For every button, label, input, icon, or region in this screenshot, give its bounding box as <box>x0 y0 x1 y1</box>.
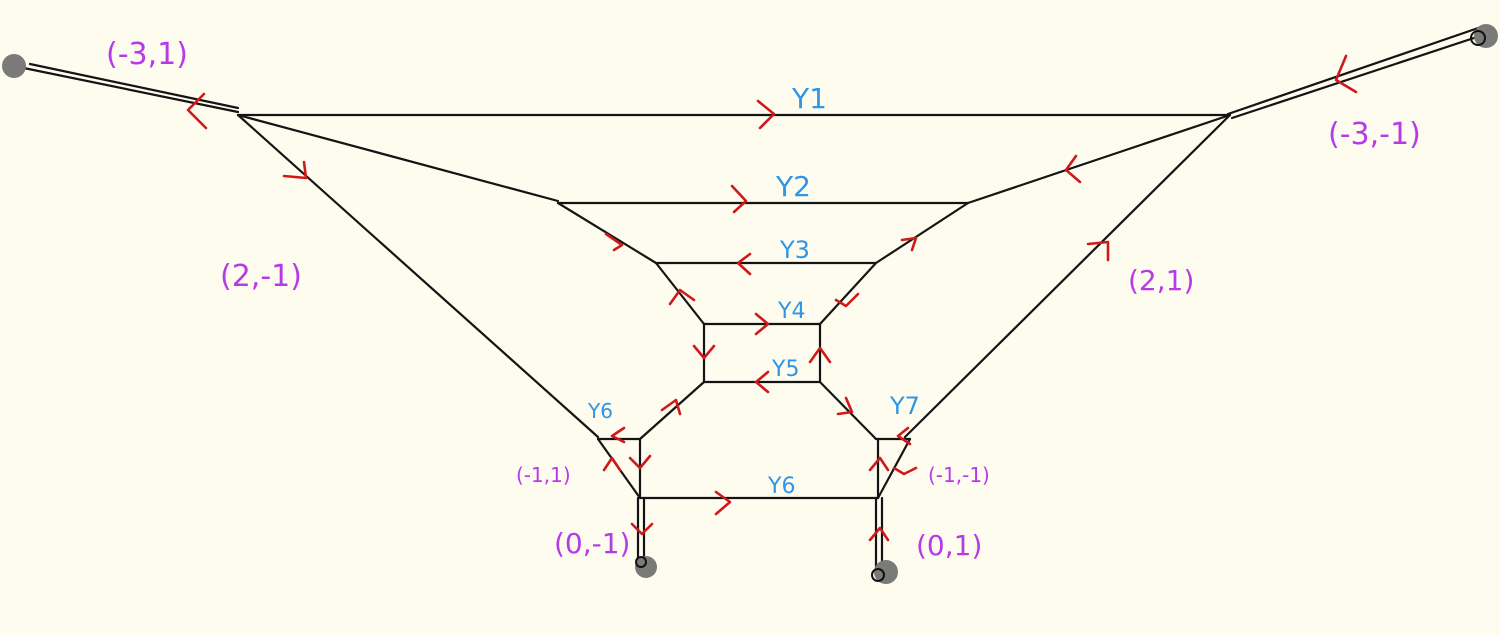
cycle-label-y1: Y1 <box>791 82 827 115</box>
cycle-label-y3: Y3 <box>779 236 810 264</box>
weight-top-right: (-3,-1) <box>1328 117 1421 152</box>
cycle-labels: Y1 Y2 Y3 Y4 Y5 Y6 Y7 Y6 <box>587 82 920 499</box>
endpoint-bottom-left <box>635 556 657 578</box>
endpoints <box>2 24 1498 584</box>
weight-bottom-right: (0,1) <box>916 529 982 562</box>
arrow-inner-left <box>692 344 716 360</box>
end-top-right-2 <box>1230 32 1488 120</box>
cycle-label-y7: Y7 <box>889 392 920 420</box>
cycle-label-y2: Y2 <box>775 170 811 203</box>
weight-top-left: (-3,1) <box>106 37 188 72</box>
arrow-y3 <box>736 252 752 276</box>
arrow-left-small-vert <box>628 454 652 470</box>
arrow-y2-left-down <box>604 232 624 252</box>
unbounded-ends <box>12 24 1488 574</box>
endpoint-top-right <box>1474 24 1498 48</box>
arrow-y4 <box>754 312 770 336</box>
edge-y5-left-down <box>638 380 706 441</box>
weight-bottom-left: (0,-1) <box>554 527 630 560</box>
arrow-left-small-top <box>610 426 626 444</box>
arrow-bottom-right-end <box>868 526 890 542</box>
edge-right-to-y2 <box>966 113 1232 205</box>
arrow-right-small-vert <box>868 456 890 472</box>
endpoint-bottom-right-ring <box>871 568 885 582</box>
edge-y2-left-down <box>556 201 658 265</box>
weight-mid-right: (2,1) <box>1128 264 1194 297</box>
arrow-y2 <box>730 184 748 214</box>
orientation-arrows <box>186 54 1358 542</box>
arrow-left-long <box>282 160 308 180</box>
edge-left-long <box>236 113 600 439</box>
arrow-right-to-y2 <box>1064 154 1082 184</box>
arrow-y1 <box>756 99 776 130</box>
weight-low-left: (-1,1) <box>516 463 571 487</box>
weight-low-right: (-1,-1) <box>928 463 990 487</box>
edge-right-long <box>903 113 1232 439</box>
edge-y2-right-down <box>874 201 970 265</box>
end-top-right-1 <box>1226 24 1486 116</box>
edge-y3-left-down <box>654 261 706 326</box>
endpoint-top-right-ring <box>1470 30 1486 46</box>
cycle-label-y4: Y4 <box>777 299 805 324</box>
graph-edges <box>236 113 1232 500</box>
arrow-y3-right-down <box>834 292 860 308</box>
arrow-bottom-left-end <box>630 522 654 536</box>
weight-labels: (-3,1) (-3,-1) (2,-1) (2,1) (-1,1) (-1,-… <box>106 37 1421 562</box>
arrow-right-small-diag <box>892 466 918 476</box>
endpoint-top-left <box>2 54 26 78</box>
weight-mid-left: (2,-1) <box>220 259 302 294</box>
arrow-right-long <box>1086 240 1110 262</box>
arrow-y6-bottom <box>714 490 732 516</box>
arrow-inner-right <box>808 346 832 364</box>
arrow-y5-left-down <box>660 398 682 416</box>
arrow-y5 <box>754 370 770 394</box>
cycle-label-y6: Y6 <box>587 399 613 423</box>
arrow-right-small-top <box>896 426 912 446</box>
end-top-left-2 <box>28 62 240 110</box>
endpoint-bottom-left-ring <box>635 556 647 568</box>
arrow-y5-right-down <box>836 396 854 416</box>
arrow-top-right-end <box>1334 54 1358 94</box>
end-top-left-1 <box>12 64 240 114</box>
cycle-label-y8: Y6 <box>767 474 795 499</box>
arrow-y3-left-down <box>668 288 696 306</box>
arrow-y2-right-down <box>900 236 918 252</box>
edge-y5-right-down <box>818 380 878 441</box>
endpoint-bottom-right <box>874 560 898 584</box>
arrow-left-small-diag <box>602 456 622 472</box>
edge-left-to-y2 <box>236 113 560 203</box>
edge-y3-right-down <box>818 261 878 326</box>
arrow-top-left-end <box>186 92 208 130</box>
cycle-label-y5: Y5 <box>771 357 799 382</box>
